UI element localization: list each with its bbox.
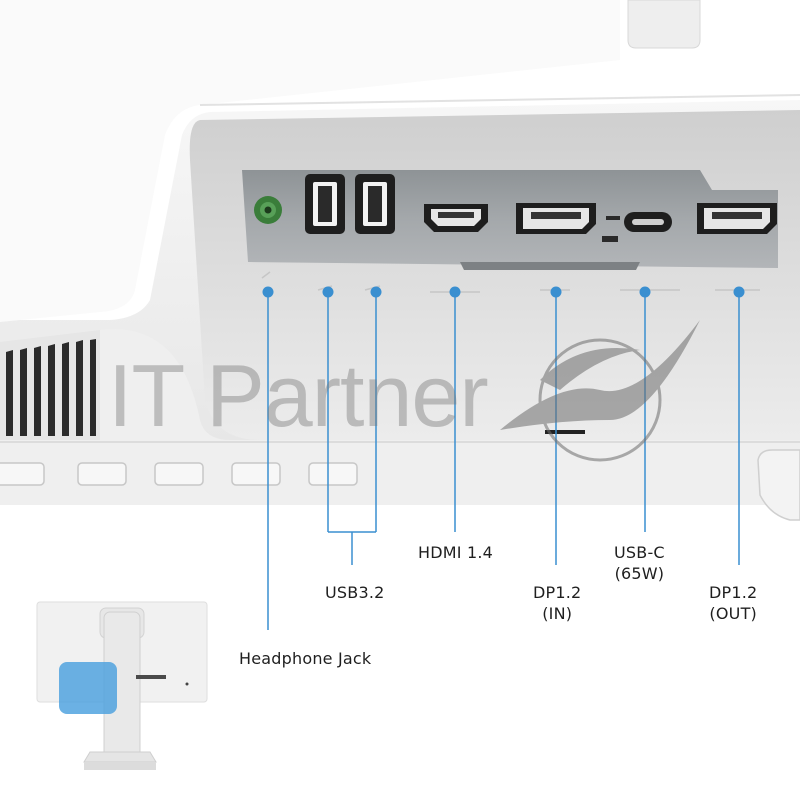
watermark-text: IT Partner xyxy=(108,346,489,445)
hdmi-label: HDMI 1.4 xyxy=(418,543,494,562)
monitor-thumbnail xyxy=(36,601,208,770)
usb-a-port xyxy=(355,174,395,234)
usbc-label: USB-C(65W) xyxy=(614,543,665,583)
displayport-port xyxy=(697,203,777,234)
usb-c-port xyxy=(624,212,672,232)
partner-logo xyxy=(500,320,700,462)
callout-dots xyxy=(262,286,745,298)
usb-label: USB3.2 xyxy=(325,583,385,602)
callout-lines xyxy=(267,292,740,630)
vent-grille xyxy=(0,330,100,440)
displayport-port xyxy=(516,203,596,234)
usb-a-port xyxy=(305,174,345,234)
headphone-jack-port xyxy=(254,196,282,224)
monitor-body-upper xyxy=(0,0,620,322)
dp-in-label: DP1.2(IN) xyxy=(533,583,582,623)
dp-out-label: DP1.2(OUT) xyxy=(709,583,758,623)
hdmi-port xyxy=(424,204,488,232)
stand-block xyxy=(757,449,800,521)
headphone-label: Headphone Jack xyxy=(239,649,372,668)
stand-neck xyxy=(627,0,701,49)
